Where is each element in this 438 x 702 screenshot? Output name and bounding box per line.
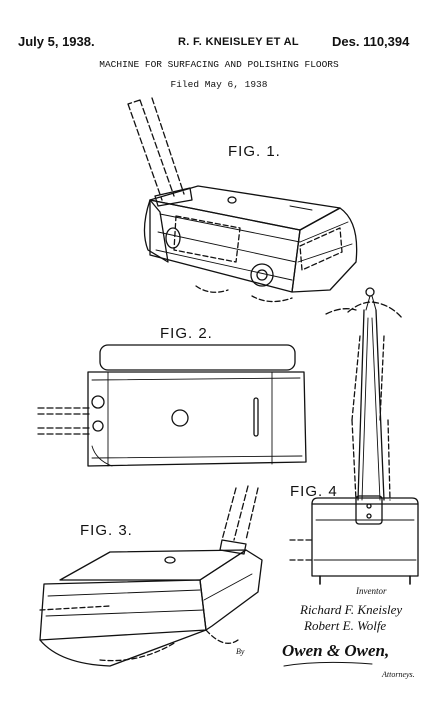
figure-1-label: FIG. 1. [228, 143, 281, 160]
attorney-caption: Attorneys. [382, 670, 415, 679]
figure-4-label: FIG. 4 [290, 483, 338, 500]
inventor-caption: Inventor [356, 586, 387, 596]
filed-date: Filed May 6, 1938 [170, 79, 268, 90]
attorney-signature: Owen & Owen, [282, 641, 390, 660]
patent-date: July 5, 1938. [18, 34, 95, 49]
signature-underline [283, 661, 373, 667]
figure-1-drawing [127, 97, 358, 303]
figure-2-drawing [37, 344, 307, 467]
witness-by: By [236, 647, 245, 656]
inventor-name-1: Richard F. Kneisley [300, 602, 403, 617]
patent-title: MACHINE FOR SURFACING AND POLISHING FLOO… [99, 59, 339, 70]
inventor-name-2: Robert E. Wolfe [304, 618, 387, 633]
inventors-header: R. F. KNEISLEY ET AL [178, 36, 299, 48]
figure-4-drawing [289, 287, 419, 585]
figure-2-label: FIG. 2. [160, 325, 213, 342]
figure-3-drawing [39, 485, 263, 667]
patent-number: Des. 110,394 [332, 34, 410, 49]
figure-3-label: FIG. 3. [80, 522, 133, 539]
